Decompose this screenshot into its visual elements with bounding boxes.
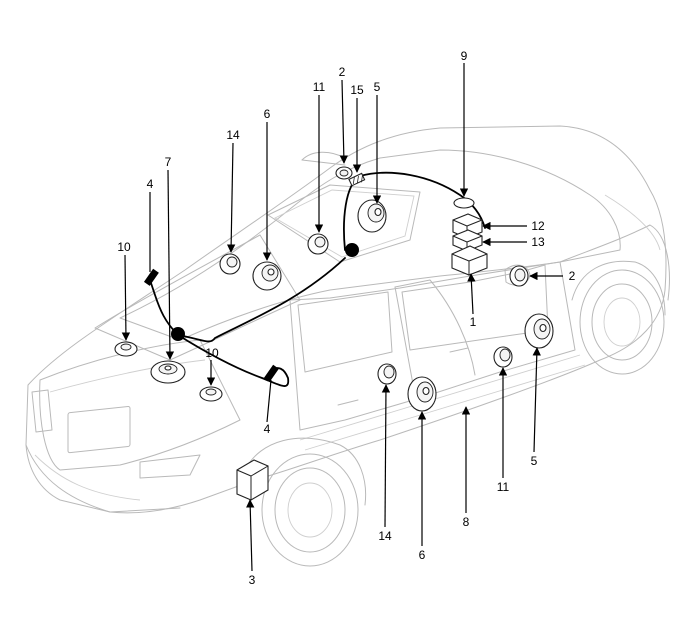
speaker-5-door [524, 313, 554, 349]
callout-14-door: 14 [378, 529, 392, 543]
callout-4-left: 4 [146, 177, 154, 191]
speaker-11-roof [307, 233, 329, 255]
amplifier-3 [236, 459, 269, 501]
callout-13: 13 [531, 235, 545, 249]
callout-10-left: 10 [117, 240, 131, 254]
callout-2-mirror: 2 [568, 269, 576, 283]
module-9 [453, 197, 475, 209]
car-outline [25, 125, 670, 567]
callout-1: 1 [469, 315, 477, 329]
callout-11-door: 11 [496, 480, 510, 494]
callout-4-right: 4 [263, 422, 271, 436]
speaker-10-rear-left [114, 341, 138, 357]
callout-14-roof: 14 [226, 128, 240, 142]
leader-lines [121, 63, 563, 572]
speaker-14-roof [219, 253, 241, 275]
callout-3: 3 [248, 573, 256, 587]
callout-5-roof: 5 [373, 80, 381, 94]
unit-1 [451, 245, 488, 276]
callout-8: 8 [462, 515, 470, 529]
speaker-2-mirror [509, 265, 529, 287]
connector-4-left [143, 268, 159, 286]
harness-junction-rear [171, 327, 185, 341]
harness-junction-roof [345, 243, 359, 257]
callout-7: 7 [164, 155, 172, 169]
callout-6-door: 6 [418, 548, 426, 562]
wiring-harness [143, 171, 486, 387]
speaker-2-roof [335, 166, 353, 180]
callout-15: 15 [350, 83, 364, 97]
speaker-14-door [377, 363, 397, 385]
speaker-6-roof [252, 261, 282, 291]
callout-2-roof: 2 [338, 65, 346, 79]
speaker-5-roof [357, 199, 387, 233]
unit-13 [452, 229, 483, 252]
subwoofer-7 [150, 360, 186, 384]
speaker-6-door [407, 376, 437, 412]
part-15 [348, 172, 366, 187]
speaker-11-door [493, 346, 513, 368]
callout-12: 12 [531, 219, 545, 233]
connector-4-right [263, 364, 279, 382]
callout-5-door: 5 [530, 454, 538, 468]
callout-11-roof: 11 [312, 80, 326, 94]
callout-10-right: 10 [205, 346, 219, 360]
components [114, 166, 554, 501]
callout-6-roof: 6 [263, 107, 271, 121]
speaker-10-rear-right [199, 386, 223, 402]
callout-9: 9 [460, 49, 468, 63]
